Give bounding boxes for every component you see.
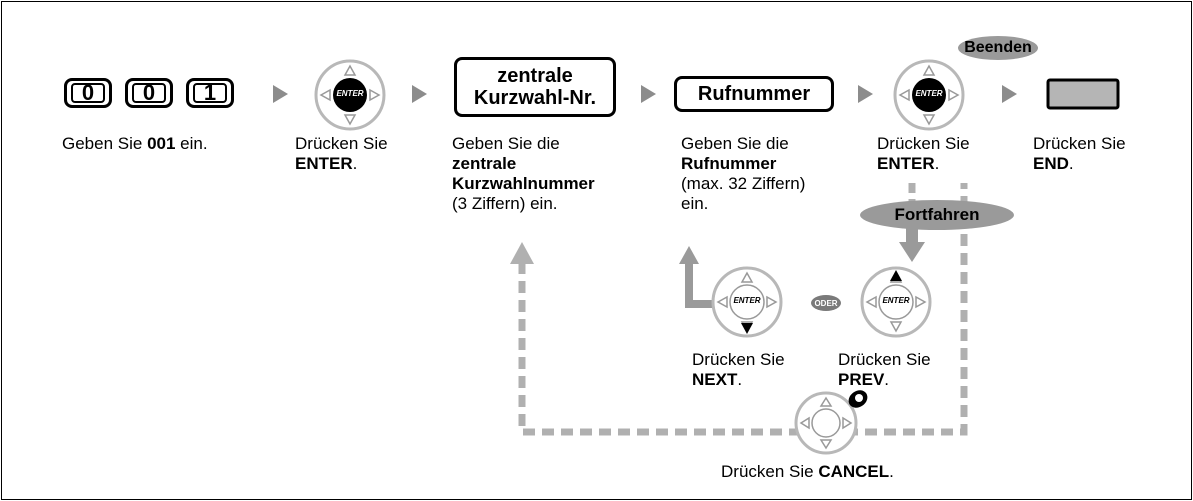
enter-key-text: ENTER xyxy=(915,89,943,98)
up-arrow-icon xyxy=(510,242,534,264)
arrow-right-icon xyxy=(641,85,656,103)
box-line: Kurzwahl-Nr. xyxy=(473,87,597,109)
end-key-icon xyxy=(1046,78,1120,110)
enter-key-text: ENTER xyxy=(336,89,364,98)
down-arrow-icon xyxy=(899,242,925,262)
cancel-label: Drücken Sie CANCEL. xyxy=(721,462,894,481)
next-label: Drücken Sie NEXT. xyxy=(692,350,785,389)
arrow-right-icon xyxy=(1002,85,1017,103)
step5-label: Drücken Sie ENTER. xyxy=(877,134,970,173)
prev-label: Drücken Sie PREV. xyxy=(838,350,931,389)
digit-key-0: 0 xyxy=(125,78,173,108)
digit-key-label: 1 xyxy=(193,82,227,104)
step1-label: Geben Sie 001 ein. xyxy=(62,134,208,153)
digit-key-label: 0 xyxy=(71,82,105,104)
arrow-right-icon xyxy=(273,85,288,103)
cancel-loop-path xyxy=(518,183,968,436)
digit-key-1: 1 xyxy=(186,78,234,108)
navigator-key-icon xyxy=(860,266,932,338)
step2-label: Drücken Sie ENTER. xyxy=(295,134,388,173)
cancel-key-icon xyxy=(794,390,868,455)
fortfahren-pill: Fortfahren xyxy=(860,200,1014,230)
enter-key-text: ENTER xyxy=(882,296,910,305)
oder-pill: ODER xyxy=(811,295,841,311)
digit-key-0: 0 xyxy=(64,78,112,108)
navigator-key-icon xyxy=(711,266,783,338)
enter-key-text: ENTER xyxy=(733,296,761,305)
step4-label: Geben Sie die Rufnummer (max. 32 Ziffern… xyxy=(681,134,806,213)
arrow-right-icon xyxy=(412,85,427,103)
up-arrow-icon xyxy=(679,246,699,264)
digit-key-label: 0 xyxy=(132,82,166,104)
beenden-pill: Beenden xyxy=(958,36,1038,60)
box-line: zentrale xyxy=(497,65,573,87)
navigator-key-icon xyxy=(314,59,386,131)
rufnummer-box: Rufnummer xyxy=(674,76,834,112)
box-line: Rufnummer xyxy=(697,83,811,105)
step3-label: Geben Sie die zentrale Kurzwahlnummer (3… xyxy=(452,134,595,213)
arrow-right-icon xyxy=(858,85,873,103)
navigator-key-icon xyxy=(893,59,965,131)
step6-label: Drücken Sie END. xyxy=(1033,134,1126,173)
zentrale-kurzwahl-box: zentrale Kurzwahl-Nr. xyxy=(454,57,616,117)
